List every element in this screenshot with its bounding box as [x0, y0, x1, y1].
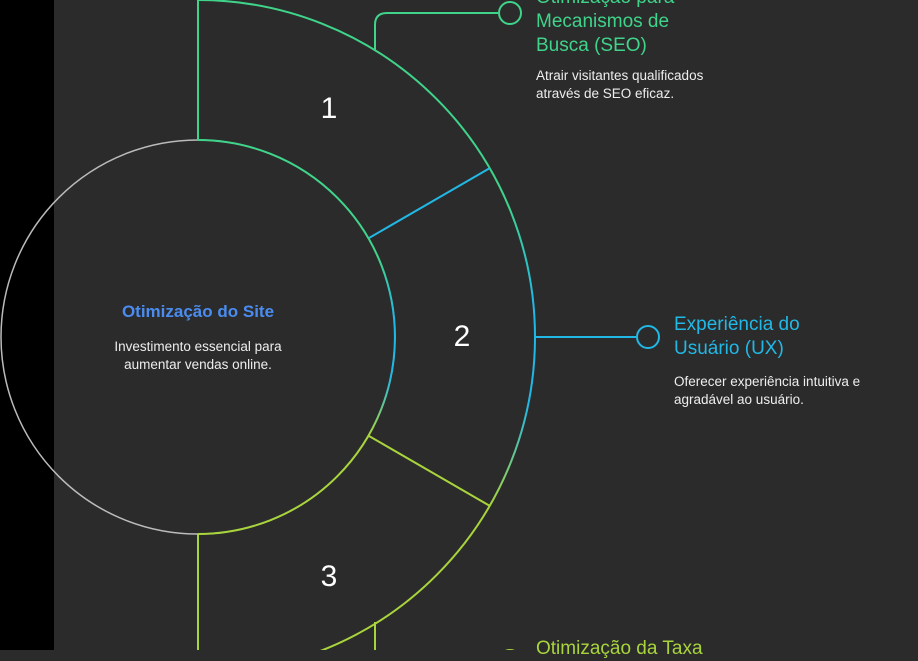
segment-number-3: 3	[320, 560, 338, 593]
center-circle	[0, 139, 396, 535]
segment-number-1: 1	[320, 92, 338, 125]
outer-arc	[197, 0, 536, 650]
segment-number-2: 2	[453, 320, 471, 353]
node-1	[498, 1, 522, 25]
item-1-title: Otimização para Mecanismos de Busca (SEO…	[536, 0, 674, 56]
inner-arc	[197, 139, 396, 535]
center-description: Investimento essencial para aumentar ven…	[114, 339, 282, 372]
left-black-strip	[0, 0, 54, 650]
item-1-description: Atrair visitantes qualificados através d…	[536, 68, 704, 101]
center-title: Otimização do Site	[121, 302, 275, 321]
divider-1-2	[368, 167, 491, 239]
divider-2-3	[368, 435, 491, 507]
connector-1	[374, 12, 498, 50]
item-3-title: Otimização da Taxa	[536, 638, 703, 659]
item-2-title: Experiência do Usuário (UX)	[674, 314, 800, 359]
node-2	[636, 325, 660, 349]
item-2-description: Oferecer experiência intuitiva e agradáv…	[674, 374, 861, 407]
